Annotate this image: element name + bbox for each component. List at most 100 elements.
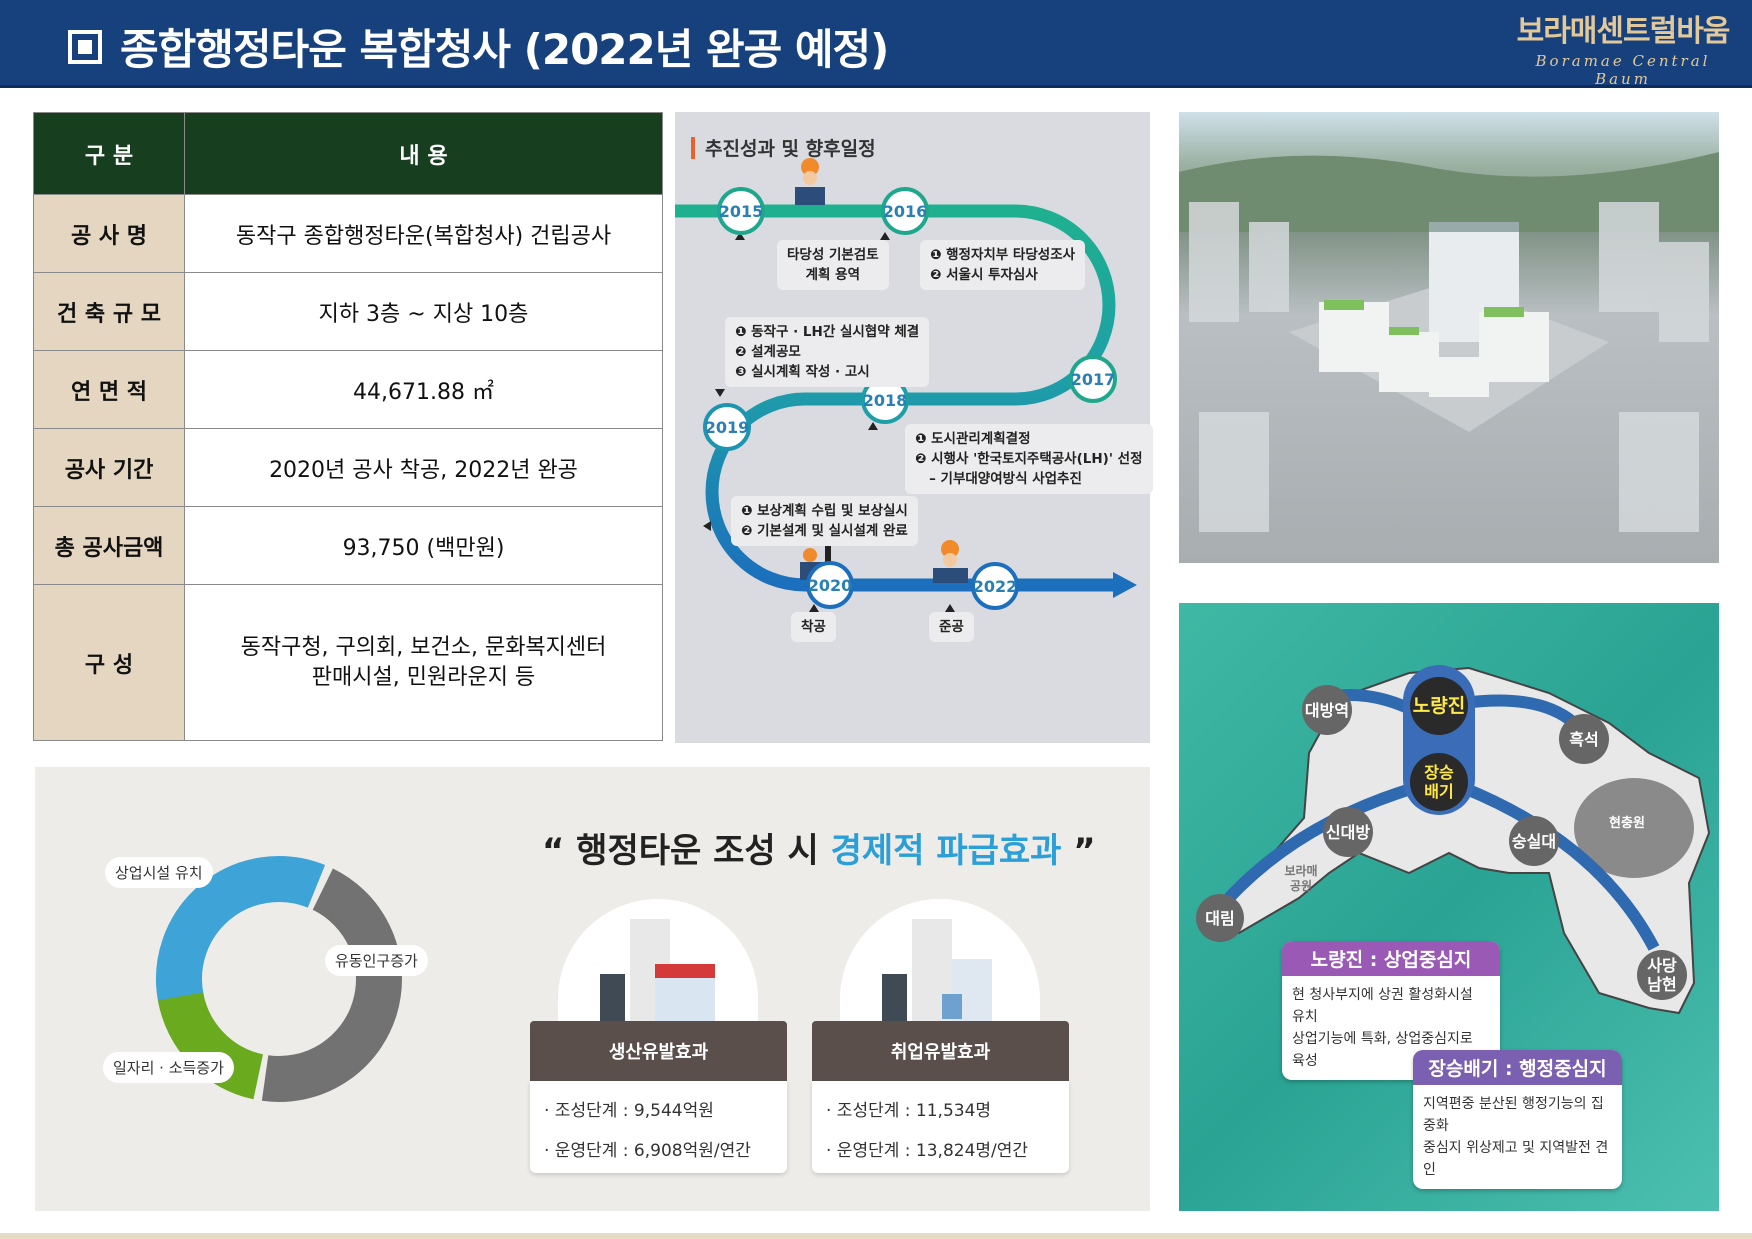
cycle-diagram <box>156 856 402 1102</box>
row-label: 공사 기간 <box>33 428 185 507</box>
row-label: 공 사 명 <box>33 194 185 273</box>
note-line: ❷ 서울시 투자심사 <box>930 267 1038 283</box>
header-bar <box>0 0 1752 88</box>
note-2017: ❶ 도시관리계획결정 ❷ 시행사 '한국토지주택공사(LH)' 선정 – 기부대양… <box>905 424 1153 494</box>
map-place: 대방역 <box>1302 685 1352 735</box>
card-line: · 조성단계 : 11,534명 <box>826 1101 992 1121</box>
box-line: 중심지 위상제고 및 지역발전 견인 <box>1423 1140 1609 1178</box>
economic-effects-panel: 상업시설 유치 유동인구증가 일자리 · 소득증가 “ 행정타운 조성 시 경제… <box>35 767 1150 1211</box>
row-value-line: 판매시설, 민원라운지 등 <box>311 664 536 690</box>
title-suffix: ” <box>1061 831 1096 871</box>
building-document-icon <box>882 919 992 1024</box>
map-place: 신대방 <box>1323 807 1373 857</box>
row-value: 지하 3층 ~ 지상 10층 <box>184 272 663 351</box>
year-2017: 2017 <box>1069 355 1117 403</box>
title-highlight: 경제적 파급효과 <box>830 831 1062 871</box>
aerial-rendering-image <box>1179 112 1719 563</box>
box-line: 지역편중 분산된 행정기능의 집중화 <box>1423 1096 1604 1134</box>
title-prefix: “ 행정타운 조성 시 <box>542 831 831 871</box>
year-2022: 2022 <box>971 562 1019 610</box>
building-rendering <box>1179 152 1719 532</box>
page-title: 종합행정타운 복합청사 (2022년 완공 예정) <box>68 16 889 77</box>
card-line: · 조성단계 : 9,544억원 <box>544 1101 714 1121</box>
year-2015: 2015 <box>717 187 765 235</box>
row-value: 동작구 종합행정타운(복합청사) 건립공사 <box>184 194 663 273</box>
logo-english: Boramae Central Baum <box>1535 52 1711 88</box>
square-bullet-icon <box>68 29 102 64</box>
card-title: 취업유발효과 <box>812 1021 1069 1081</box>
map-place: 흑석 <box>1559 714 1609 764</box>
note-2019: ❶ 보상계획 수립 및 보상실시 ❷ 기본설계 및 실시설계 완료 <box>731 496 918 546</box>
district-map: 노량진 장승 배기 대방역 흑석 현충원 신대방 숭실대 보라매 공원 대림 사… <box>1179 603 1719 1211</box>
footer-line <box>0 1233 1752 1239</box>
cycle-segment-jobs <box>157 991 264 1100</box>
note-line: ❷ 시행사 '한국토지주택공사(LH)' 선정 <box>915 451 1143 467</box>
employment-effect-card: 취업유발효과 · 조성단계 : 11,534명 · 운영단계 : 13,824명/… <box>812 899 1069 1173</box>
logo-korean: 보라매센트럴바움 <box>1516 14 1731 49</box>
timeline-title: 추진성과 및 향후일정 <box>691 134 876 161</box>
note-start: 착공 <box>791 612 836 642</box>
cycle-label-commercial: 상업시설 유치 <box>105 857 213 888</box>
year-2016: 2016 <box>881 187 929 235</box>
worker-icon <box>795 158 825 205</box>
year-2019: 2019 <box>703 403 751 451</box>
note-line: ❶ 동작구 · LH간 실시협약 체결 <box>735 324 920 340</box>
page-title-text: 종합행정타운 복합청사 (2022년 완공 예정) <box>120 25 889 74</box>
row-value: 93,750 (백만원) <box>184 506 663 585</box>
box-title: 노량진 : 상업중심지 <box>1282 941 1500 976</box>
map-center-noryangjin: 노량진 <box>1410 677 1468 735</box>
card-title: 생산유발효과 <box>530 1021 787 1081</box>
cycle-label-jobs: 일자리 · 소득증가 <box>103 1052 234 1083</box>
row-label: 연 면 적 <box>33 350 185 429</box>
note-2016: ❶ 행정자치부 타당성조사 ❷ 서울시 투자심사 <box>920 240 1086 290</box>
box-title: 장승배기 : 행정중심지 <box>1413 1050 1622 1085</box>
cycle-label-population: 유동인구증가 <box>325 945 428 976</box>
timeline-panel: 추진성과 및 향후일정 2015 2016 2017 2018 2019 202… <box>675 112 1153 743</box>
finished-worker-icon <box>933 540 968 583</box>
row-label: 건 축 규 모 <box>33 272 185 351</box>
map-center-jangseungbaegi: 장승 배기 <box>1410 753 1468 811</box>
map-place: 현충원 <box>1609 815 1645 831</box>
building-store-icon <box>600 919 715 1024</box>
cycle-segment-population <box>261 868 402 1102</box>
box-line: 상업기능에 특화, 상업중심지로 육성 <box>1292 1031 1473 1069</box>
accent-bar-icon <box>691 136 695 159</box>
map-place: 사당 남현 <box>1637 950 1687 1000</box>
econ-title: “ 행정타운 조성 시 경제적 파급효과 ” <box>542 823 1096 872</box>
row-value: 2020년 공사 착공, 2022년 완공 <box>184 428 663 507</box>
row-value: 44,671.88 ㎡ <box>184 350 663 429</box>
note-line: ❶ 도시관리계획결정 <box>915 431 1031 447</box>
box-line: 현 청사부지에 상권 활성화시설 유치 <box>1292 987 1473 1025</box>
note-line: – 기부대양여방식 사업추진 <box>915 471 1082 487</box>
card-line: · 운영단계 : 6,908억원/연간 <box>544 1141 751 1161</box>
note-line: ❷ 기본설계 및 실시설계 완료 <box>741 523 908 539</box>
note-line: ❶ 행정자치부 타당성조사 <box>930 247 1076 263</box>
note-line: ❶ 보상계획 수립 및 보상실시 <box>741 503 908 519</box>
map-place: 보라매 공원 <box>1284 864 1318 893</box>
map-place: 숭실대 <box>1509 816 1559 866</box>
cycle-segment-commercial <box>156 856 326 1005</box>
timeline-title-text: 추진성과 및 향후일정 <box>705 138 876 160</box>
note-line: 계획 용역 <box>805 267 861 283</box>
note-line: ❷ 설계공모 <box>735 344 801 360</box>
row-label: 총 공사금액 <box>33 506 185 585</box>
header-content: 내 용 <box>184 112 663 195</box>
row-label: 구 성 <box>33 584 185 741</box>
production-effect-card: 생산유발효과 · 조성단계 : 9,544억원 · 운영단계 : 6,908억원/… <box>530 899 787 1173</box>
brand-logo: 보라매센트럴바움 Boramae Central Baum <box>1508 6 1738 88</box>
card-line: · 운영단계 : 13,824명/연간 <box>826 1141 1029 1161</box>
note-line: 타당성 기본검토 <box>787 247 879 263</box>
header-category: 구 분 <box>33 112 185 195</box>
row-value-line: 동작구청, 구의회, 보건소, 문화복지센터 <box>240 634 607 660</box>
